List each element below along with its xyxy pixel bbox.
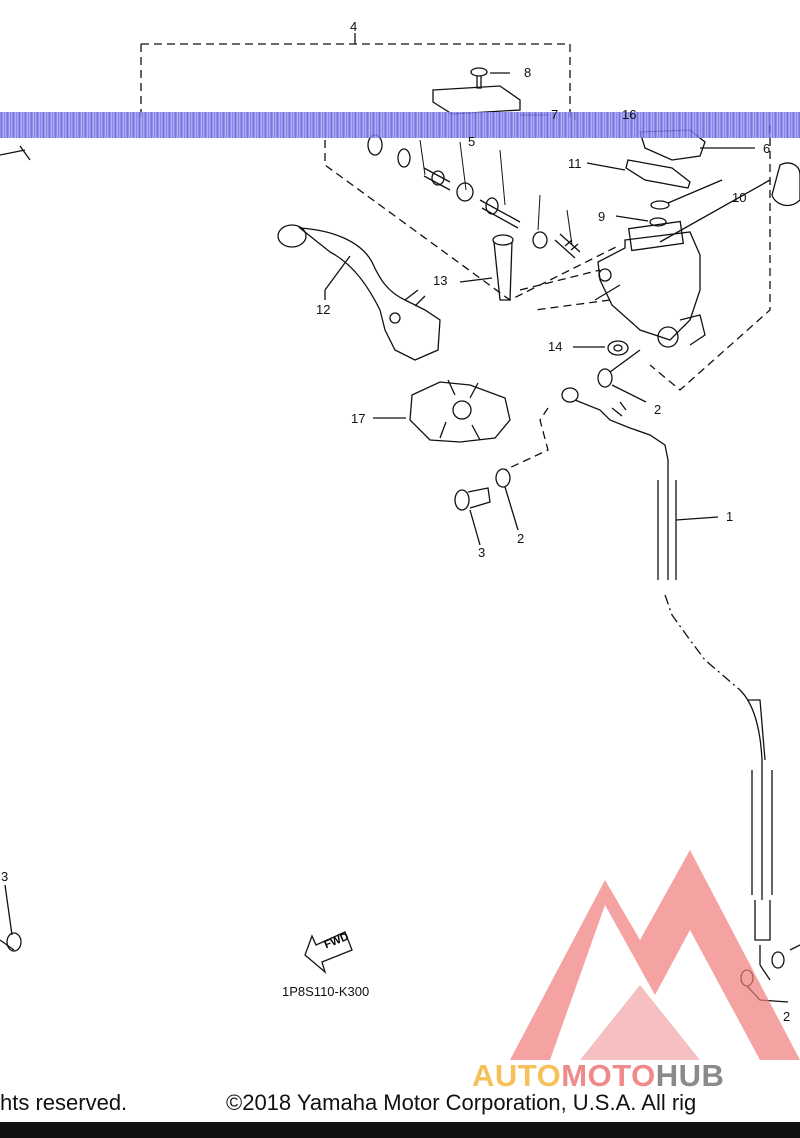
banjo-bolt-3 [454, 487, 491, 546]
piston-kit-5 [367, 134, 581, 259]
watermark-part-3: HUB [655, 1058, 725, 1093]
callout-3a: 3 [478, 545, 486, 560]
copper-washer-2b [495, 468, 511, 488]
brake-hose-1 [561, 387, 773, 965]
callout-4: 4 [350, 19, 358, 34]
callout-6: 6 [763, 141, 771, 156]
diaphragm-11 [625, 159, 691, 189]
assembly-box-4 [140, 43, 571, 118]
watermark-part-2: MOTO [561, 1058, 656, 1093]
callout-3b: 3 [1, 869, 9, 884]
master-cylinder-body [594, 220, 706, 348]
fwd-arrow-icon [304, 931, 353, 974]
washer-14 [573, 340, 629, 356]
screw-8 [470, 67, 510, 89]
callout-7: 7 [551, 107, 559, 122]
callout-2a: 2 [654, 402, 662, 417]
callout-11: 11 [568, 156, 582, 171]
copyright-left: hts reserved. [0, 1090, 128, 1115]
pivot-bolt-13 [459, 234, 514, 301]
assembly-box-right [649, 125, 771, 391]
cover-plate-7 [432, 85, 521, 115]
callout-5: 5 [468, 134, 476, 149]
callout-2b: 2 [517, 531, 525, 546]
seal-9 [649, 217, 667, 227]
brake-lever-12 [277, 224, 441, 361]
watermark-part-1: AUTO [472, 1058, 562, 1093]
clamp-bracket-17 [373, 379, 511, 443]
scan-artifact-band [0, 112, 800, 138]
copper-washer-2a [597, 368, 613, 388]
copyright-right: ©2018 Yamaha Motor Corporation, U.S.A. A… [226, 1090, 697, 1115]
diagram-code: 1P8S110-K300 [282, 984, 370, 999]
callout-1: 1 [726, 509, 734, 524]
callout-9: 9 [598, 209, 606, 224]
callout-14: 14 [548, 339, 563, 354]
watermark-text: AUTOMOTOHUB [472, 1058, 724, 1094]
watermark-logo-icon [510, 850, 800, 1060]
callout-13: 13 [433, 273, 448, 288]
callout-2c: 2 [783, 1009, 791, 1024]
banjo-bolt-3-lower [0, 884, 22, 952]
callout-16: 16 [622, 107, 637, 122]
cap-screw-10 [650, 200, 670, 210]
bottom-bar [0, 1122, 800, 1138]
callout-17: 17 [351, 411, 366, 426]
callout-8: 8 [524, 65, 532, 80]
callout-12: 12 [316, 302, 331, 317]
callout-10: 10 [732, 190, 747, 205]
